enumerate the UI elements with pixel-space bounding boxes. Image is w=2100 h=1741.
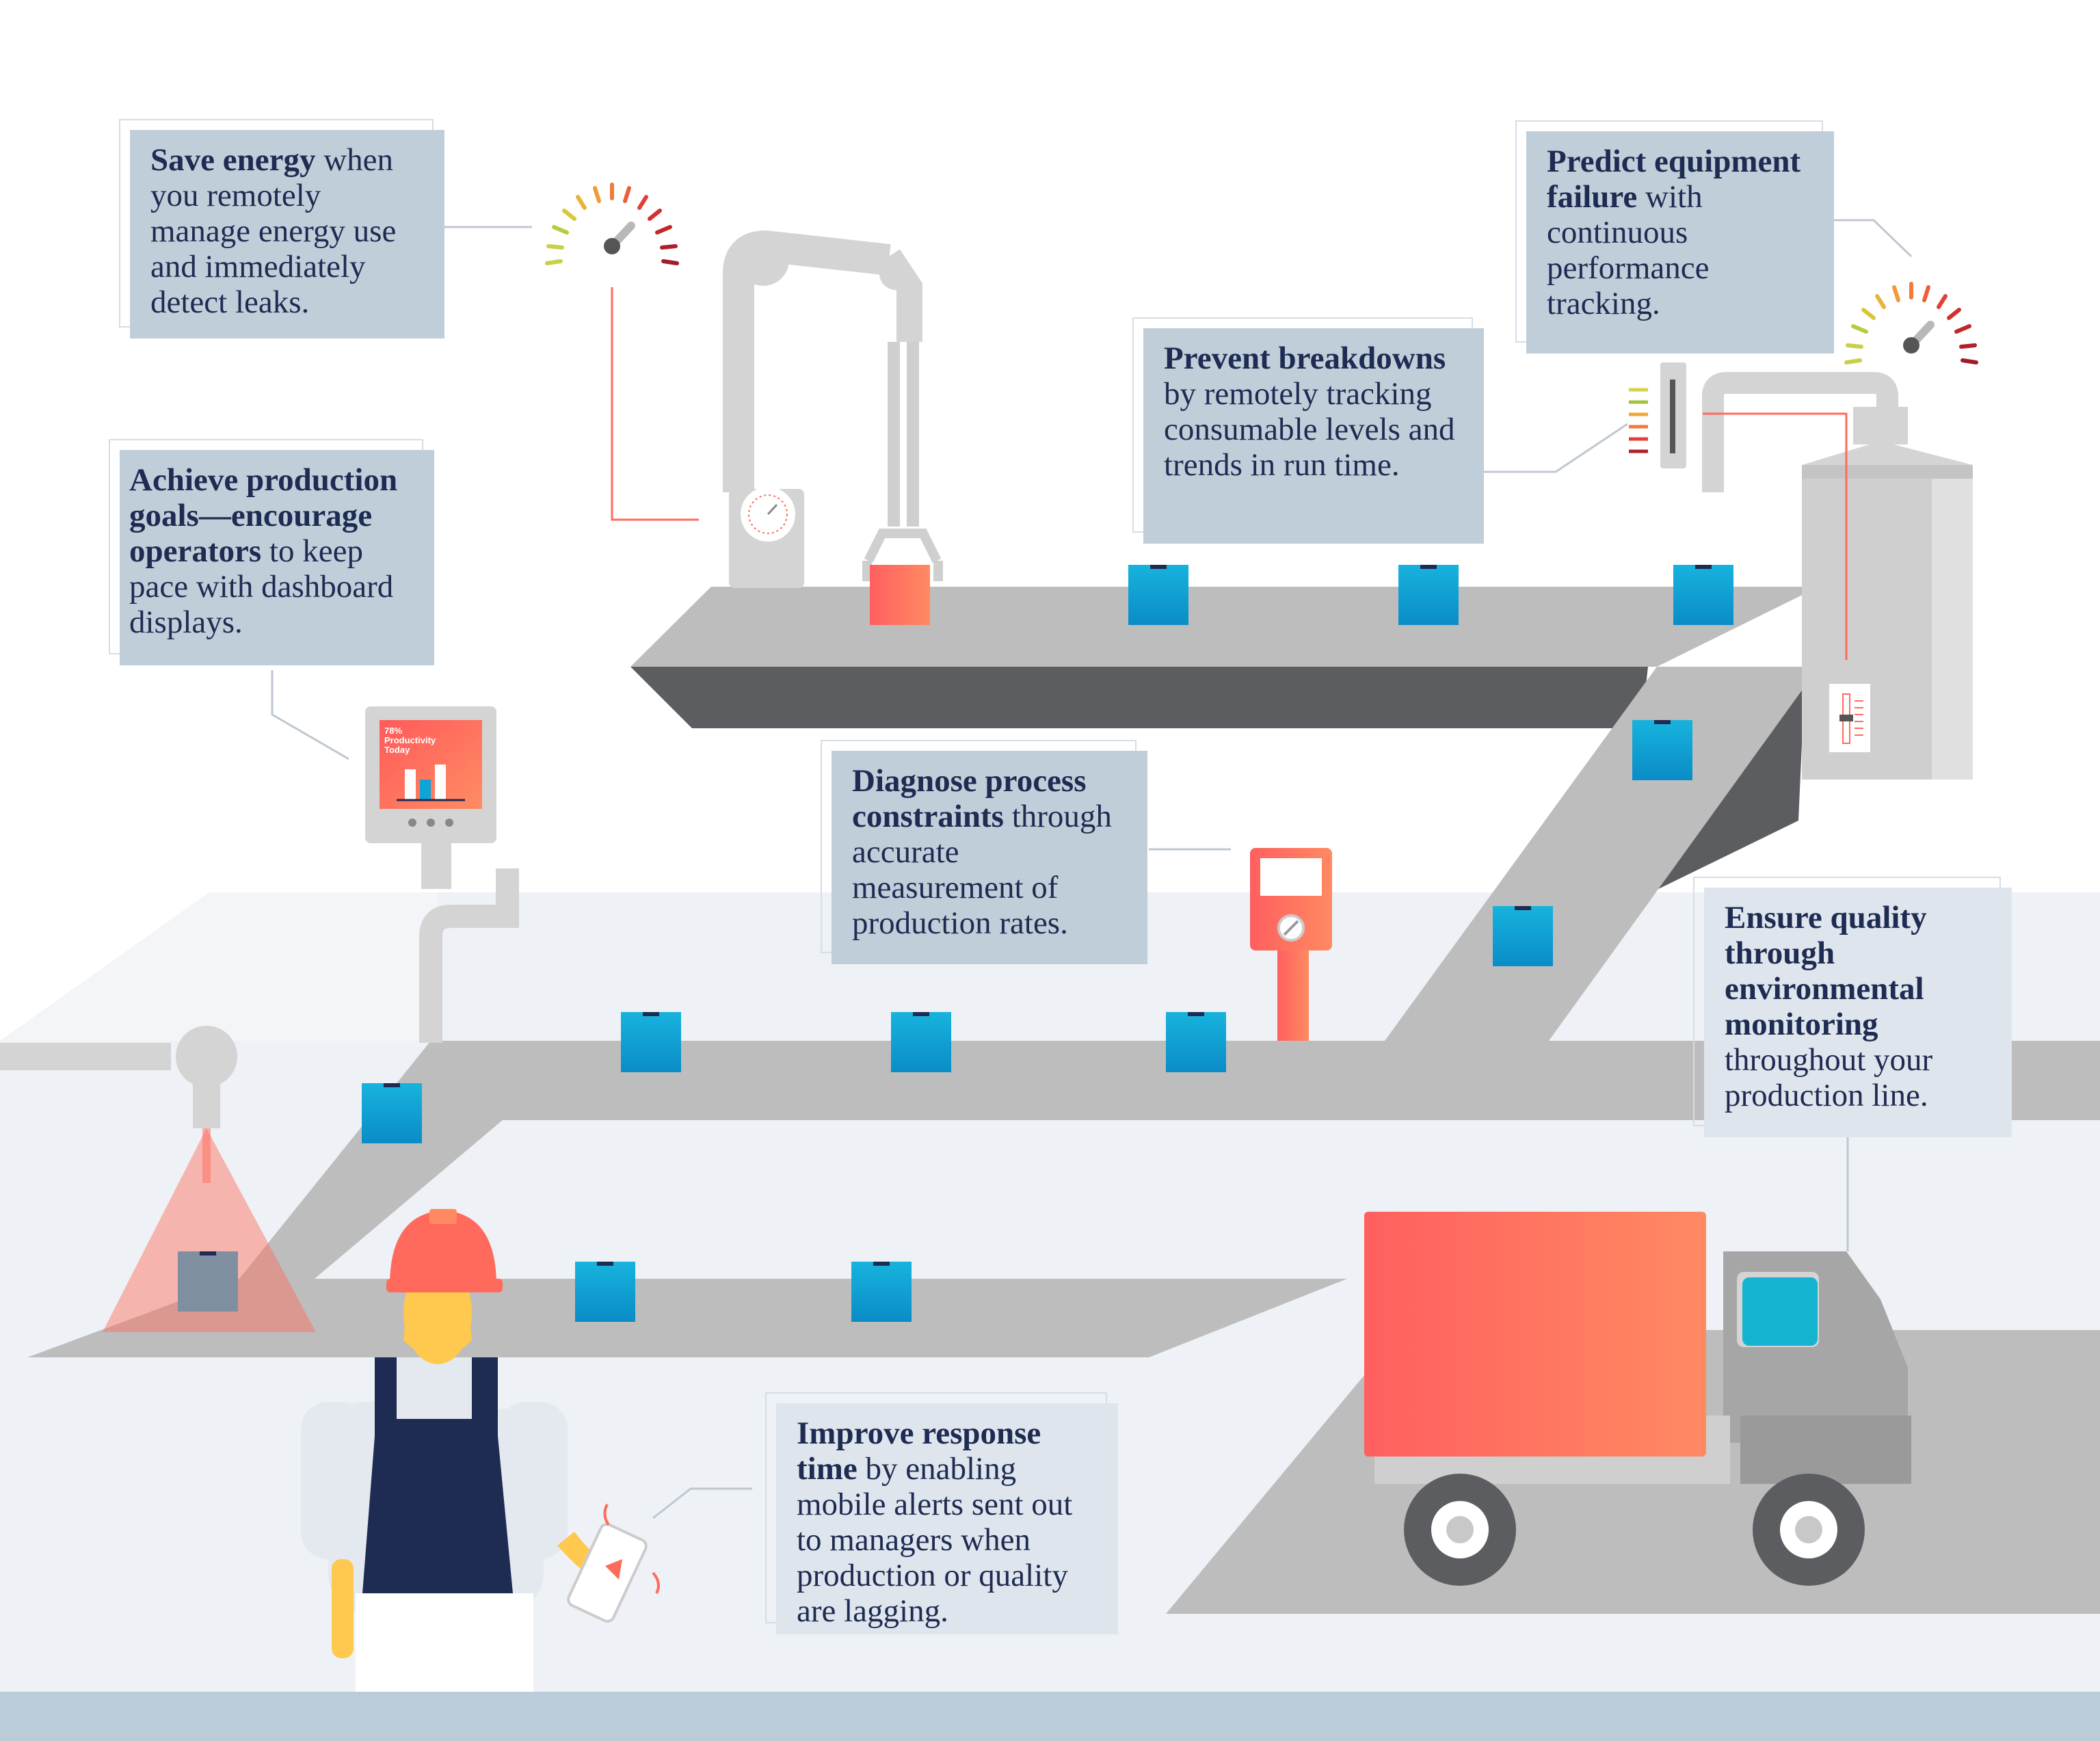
production-rate-meter <box>1250 848 1332 1041</box>
failure-gauge <box>1844 282 1978 364</box>
callout-save-energy-text: when you remotely manage energy use and … <box>150 142 397 320</box>
tank <box>1702 372 1973 780</box>
callout-diagnose-text: through accurate measurement of producti… <box>852 799 1112 941</box>
scanner <box>0 1026 316 1332</box>
tank-sensor-line <box>1703 412 1848 660</box>
callout-save-energy: Save energy when you remotely manage ene… <box>119 119 444 338</box>
dashboard-monitor <box>365 706 519 1043</box>
callout-ensure-quality-text: throughout your production line. <box>1725 1042 1933 1113</box>
callout-achieve-goals-text: to keep pace with dashboard displays. <box>129 533 394 640</box>
callout-achieve-goals: Achieve production goals—encourage opera… <box>109 439 434 665</box>
callout-diagnose-bold: Diagnose process constraints <box>852 763 1087 834</box>
callout-improve-response: Improve response time by enabling mobile… <box>765 1392 1118 1634</box>
dashboard-percent: 78% <box>384 726 403 736</box>
dashboard-label: Productivity <box>384 735 436 745</box>
callout-diagnose: Diagnose process constraints through acc… <box>821 740 1147 964</box>
callout-prevent-breakdowns: Prevent breakdowns by remotely tracking … <box>1132 317 1484 544</box>
energy-gauge <box>545 183 679 265</box>
bottom-conveyor <box>27 1279 1347 1357</box>
diagonal-conveyor-boxes <box>1493 720 1692 966</box>
middle-conveyor-boxes <box>362 1012 1226 1143</box>
callout-save-energy-bold: Save energy <box>150 142 316 178</box>
gripped-box <box>870 565 930 625</box>
bottom-conveyor-boxes <box>575 1262 912 1322</box>
callout-achieve-goals-bold: Achieve production goals—encourage opera… <box>129 462 398 569</box>
level-meter <box>1629 362 1686 468</box>
callout-prevent-breakdowns-bold: Prevent breakdowns <box>1164 341 1446 376</box>
energy-gauge-line <box>611 287 699 521</box>
callout-prevent-breakdowns-text: by remotely tracking consumable levels a… <box>1164 376 1455 483</box>
dashboard-screen-text: 78% Productivity Today <box>384 726 480 755</box>
bottom-band <box>0 1692 2100 1741</box>
top-conveyor <box>630 587 1819 667</box>
callout-predict-failure: Predict equipment failure with continuou… <box>1515 120 1834 354</box>
middle-conveyor <box>431 1041 2100 1120</box>
robot-arm <box>723 230 943 588</box>
lower-diagonal-conveyor <box>239 1041 503 1279</box>
dashboard-sublabel: Today <box>384 745 410 755</box>
worker <box>301 1209 661 1692</box>
floor-lighter-zone <box>0 892 438 1041</box>
callout-ensure-quality-bold: Ensure quality through environmental mon… <box>1725 900 1927 1042</box>
callout-ensure-quality: Ensure quality through environmental mon… <box>1693 877 2012 1137</box>
top-conveyor-boxes <box>1128 565 1733 625</box>
leader-lines <box>271 219 1913 1519</box>
callout-improve-response-text: by enabling mobile alerts sent out to ma… <box>797 1451 1073 1629</box>
callout-predict-failure-text: with continuous performance tracking. <box>1547 179 1710 321</box>
delivery-truck <box>1364 1212 1911 1586</box>
top-conveyor-shadow <box>630 667 1648 728</box>
callout-predict-failure-bold: Predict equipment failure <box>1547 144 1801 215</box>
callout-improve-response-bold: Improve response time <box>797 1416 1041 1487</box>
